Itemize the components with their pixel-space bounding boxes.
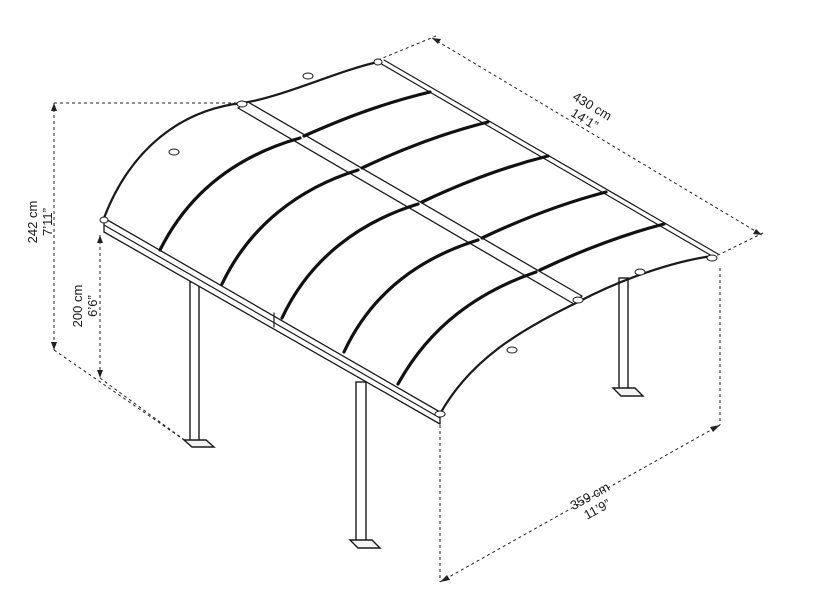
total-height-metric-label: 242 cm <box>25 201 40 244</box>
total-height-imperial-label: 7’11” <box>40 208 55 236</box>
rear-left-post <box>189 281 200 443</box>
roof <box>99 58 719 425</box>
clear-height-imperial-label: 6’6” <box>85 295 100 317</box>
rear-right-post <box>618 277 629 391</box>
clear-height-metric-label: 200 cm <box>70 285 85 328</box>
front-post-base <box>348 539 382 549</box>
rear-right-post-base <box>611 387 645 397</box>
rear-left-post-base <box>182 439 216 448</box>
dimension-lines <box>51 35 766 583</box>
front-post <box>355 381 367 543</box>
